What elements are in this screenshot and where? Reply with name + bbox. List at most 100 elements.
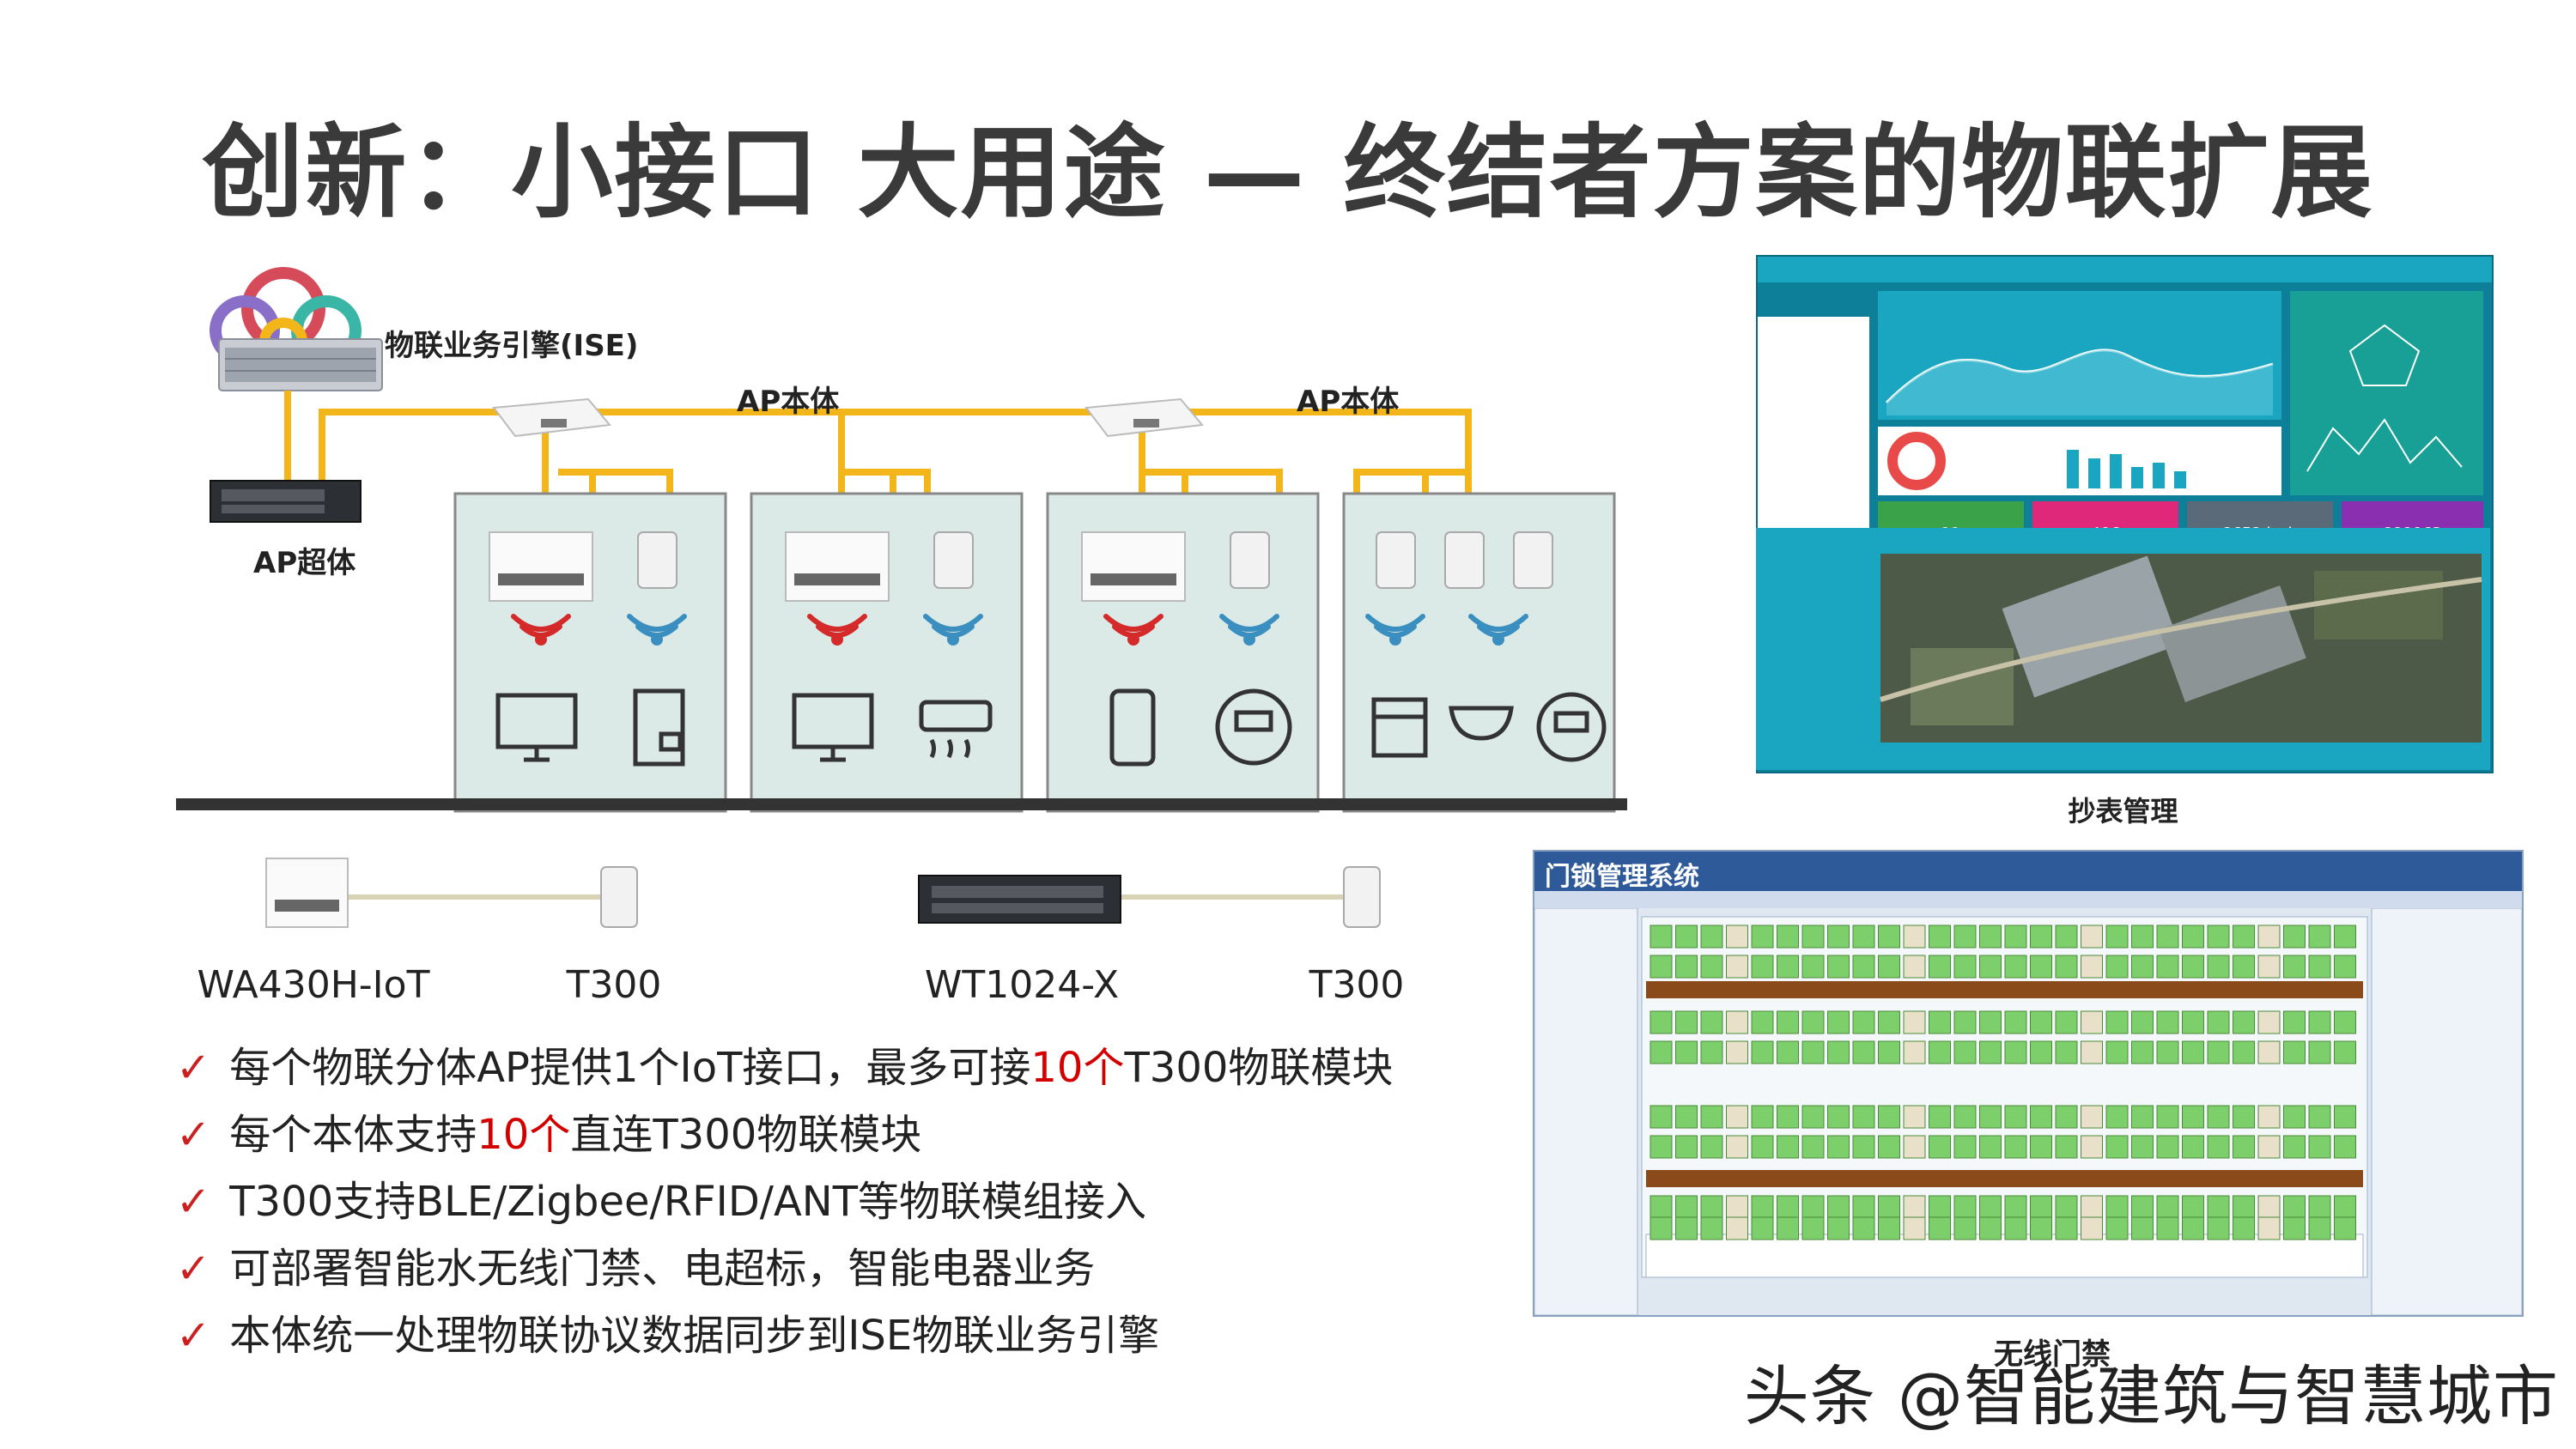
lock-cell bbox=[2030, 1040, 2052, 1064]
meter-icon bbox=[1215, 688, 1292, 766]
lock-cell bbox=[2233, 1105, 2255, 1129]
lock-cell bbox=[2334, 1105, 2356, 1129]
wa430h-ap-icon bbox=[1081, 531, 1186, 602]
feature-item: ✓每个物联分体AP提供1个IoT接口，最多可接10个T300物联模块 bbox=[176, 1044, 1394, 1092]
ap-body-label: AP本体 bbox=[1297, 385, 1400, 419]
lock-cell bbox=[1751, 925, 1774, 949]
lock-cell bbox=[1903, 955, 1926, 979]
lock-cell bbox=[2182, 1216, 2204, 1240]
lock-cell bbox=[2081, 1105, 2103, 1129]
lock-cell bbox=[1751, 1135, 1774, 1159]
lock-cell bbox=[2105, 1216, 2129, 1240]
lock-cell bbox=[1726, 1216, 1748, 1240]
lock-cell bbox=[2105, 955, 2129, 979]
device-label: WT1024-X bbox=[924, 963, 1120, 1007]
air-conditioner-icon bbox=[919, 700, 993, 759]
lock-cell bbox=[2105, 1010, 2129, 1034]
lock-cell bbox=[2283, 1105, 2306, 1129]
lock-cell bbox=[2156, 925, 2179, 949]
lock-cell bbox=[2334, 1135, 2356, 1159]
ap-body-label: AP本体 bbox=[737, 385, 840, 419]
lock-cell bbox=[2030, 1105, 2052, 1129]
t300-module-icon bbox=[637, 531, 677, 589]
lock-cell bbox=[1979, 925, 2002, 949]
lock-cell bbox=[2207, 1135, 2230, 1159]
lock-cell bbox=[2334, 1010, 2356, 1034]
lock-cell bbox=[2105, 1040, 2129, 1064]
lock-cell bbox=[1726, 1040, 1748, 1064]
lock-cell bbox=[2081, 925, 2103, 949]
lock-cell bbox=[2081, 1216, 2103, 1240]
check-icon: ✓ bbox=[176, 1178, 211, 1226]
door-lock-icon bbox=[633, 688, 685, 767]
lock-cell bbox=[1675, 925, 1698, 949]
lock-cell bbox=[1700, 1010, 1723, 1034]
lock-cell bbox=[2283, 1040, 2306, 1064]
lock-cell bbox=[2055, 1216, 2078, 1240]
lock-cell bbox=[2182, 1105, 2204, 1129]
lock-cell bbox=[1801, 925, 1825, 949]
lock-cell bbox=[2308, 1135, 2331, 1159]
lock-cell bbox=[2131, 1010, 2154, 1034]
monitor-icon bbox=[792, 693, 874, 762]
lock-cell bbox=[1777, 1216, 1799, 1240]
ap-super-switch-icon bbox=[210, 480, 361, 523]
lock-cell bbox=[2308, 1195, 2331, 1219]
lock-cell bbox=[2334, 1040, 2356, 1064]
dashboard-caption: 抄表管理 bbox=[2068, 795, 2178, 828]
lock-cell bbox=[2283, 955, 2306, 979]
device-label: T300 bbox=[566, 963, 662, 1007]
satellite-map-screenshot bbox=[1756, 528, 2490, 770]
lock-cell bbox=[2131, 1040, 2154, 1064]
lock-cell bbox=[2283, 1216, 2306, 1240]
lock-cell bbox=[2030, 925, 2052, 949]
feature-item: ✓每个本体支持10个直连T300物联模块 bbox=[176, 1111, 922, 1159]
lock-cell bbox=[2030, 1195, 2052, 1219]
lock-cell bbox=[1751, 1040, 1774, 1064]
wa430h-ap-icon bbox=[489, 531, 593, 602]
lock-cell bbox=[2257, 1195, 2281, 1219]
lock-cell bbox=[2308, 925, 2331, 949]
wifi-signal-red-icon bbox=[511, 614, 571, 646]
lock-cell bbox=[1777, 925, 1799, 949]
lock-cell bbox=[1649, 1105, 1673, 1129]
lock-cell bbox=[1675, 1195, 1698, 1219]
lock-cell bbox=[1801, 1216, 1825, 1240]
lock-cell bbox=[1649, 925, 1673, 949]
lock-cell bbox=[1903, 1135, 1926, 1159]
lock-cell bbox=[1827, 1010, 1850, 1034]
lock-cell bbox=[2283, 1010, 2306, 1034]
ap-body-icon bbox=[492, 397, 611, 438]
lock-cell bbox=[2156, 1135, 2179, 1159]
lock-cell bbox=[1903, 1010, 1926, 1034]
lock-cell bbox=[2233, 1195, 2255, 1219]
lock-cell bbox=[2156, 1195, 2179, 1219]
lock-cell bbox=[1801, 955, 1825, 979]
lock-cell bbox=[2207, 1040, 2230, 1064]
lock-cell bbox=[2283, 1195, 2306, 1219]
lock-cell bbox=[1827, 955, 1850, 979]
lock-cell bbox=[1903, 1216, 1926, 1240]
lock-cell bbox=[1777, 1105, 1799, 1129]
lock-cell bbox=[2156, 1216, 2179, 1240]
lock-cell bbox=[1953, 955, 1977, 979]
lock-cell bbox=[1852, 1010, 1875, 1034]
ise-server-icon bbox=[218, 338, 383, 391]
lock-cell bbox=[2131, 925, 2154, 949]
lock-cell bbox=[1878, 1105, 1900, 1129]
lock-cell bbox=[1726, 1195, 1748, 1219]
lock-cell bbox=[1852, 1195, 1875, 1219]
lock-cell bbox=[2207, 1105, 2230, 1129]
t300-device-icon bbox=[600, 866, 638, 928]
lock-cell bbox=[2207, 925, 2230, 949]
lock-cell bbox=[1852, 1135, 1875, 1159]
wifi-signal-blue-icon bbox=[1219, 614, 1279, 646]
device-label: WA430H-IoT bbox=[197, 963, 430, 1007]
lock-cell bbox=[1852, 1040, 1875, 1064]
lock-cell bbox=[2334, 955, 2356, 979]
lock-cell bbox=[2308, 955, 2331, 979]
wa430h-ap-icon bbox=[785, 531, 890, 602]
lock-cell bbox=[1751, 1010, 1774, 1034]
lock-cell bbox=[1953, 1195, 1977, 1219]
lock-cell bbox=[2283, 1135, 2306, 1159]
